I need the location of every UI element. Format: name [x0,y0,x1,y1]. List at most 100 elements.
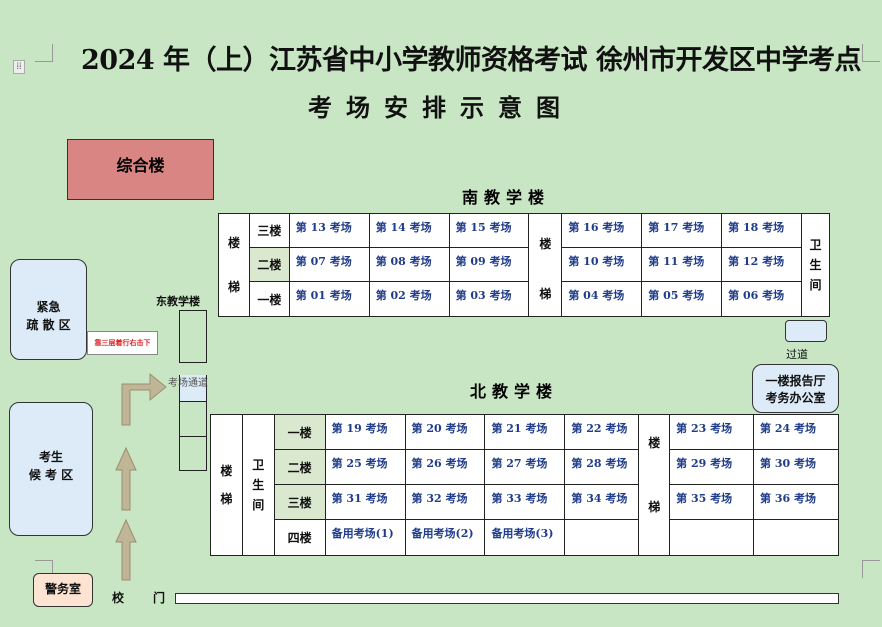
exam-room-21: 第 21 考场 [484,414,566,450]
north-floor-4: 四楼 [273,519,326,556]
south-stair-mid: 楼 梯 [528,213,563,317]
page-corner-br [862,560,880,578]
page-subtitle: 考场安排示意图 [308,94,574,122]
stair-top-label: 楼 [539,237,552,251]
exam-room-11: 第 11 考场 [641,247,723,282]
arrow-up-icon [115,446,137,511]
exam-room-12: 第 12 考场 [721,247,803,282]
backup-room-1: 备用考场(1) [324,519,406,556]
exam-room-25: 第 25 考场 [324,449,406,485]
stair-bottom-label: 梯 [227,280,240,294]
east-building-label: 东教学楼 [156,295,200,308]
arrow-up-icon [115,518,137,581]
exam-room-03: 第 03 考场 [448,281,530,317]
exam-room-18: 第 18 考场 [721,213,803,248]
east-building-passage [179,375,207,401]
north-building-label: 北教学楼 [470,382,559,401]
emergency-label-line1: 紧急 [36,300,61,314]
restroom-char: 间 [809,278,822,292]
exam-room-14: 第 14 考场 [368,213,450,248]
exam-room-17: 第 17 考场 [641,213,723,248]
page-corner-tr [862,44,880,62]
arrow-up-elbow-icon [121,372,167,426]
exam-room-24: 第 24 考场 [753,414,839,450]
empty-room [669,519,755,556]
exam-room-36: 第 36 考场 [753,484,839,520]
north-restroom: 卫 生 间 [241,414,275,556]
stair-bottom-label: 梯 [539,287,552,301]
restroom-char: 生 [809,258,822,272]
restroom-char: 卫 [809,238,822,252]
gate-label-left: 校 [112,591,125,605]
exam-room-28: 第 28 考场 [564,449,640,485]
exam-room-26: 第 26 考场 [404,449,486,485]
waiting-label-line2: 候 考 区 [28,468,74,482]
north-stair-mid: 楼 梯 [638,414,671,556]
exam-room-01: 第 01 考场 [288,281,370,317]
page-title: 2024 年（上）江苏省中小学教师资格考试 徐州市开发区中学考点 [81,45,861,76]
east-building-lower [179,401,207,471]
east-building-upper [179,310,207,363]
hall-label-line2: 考务办公室 [765,391,826,405]
exam-room-32: 第 32 考场 [404,484,486,520]
empty-room [564,519,640,556]
north-floor-1: 一楼 [273,414,326,450]
school-gate-bar [175,593,839,604]
passage-label: 过道 [786,348,808,361]
exam-room-08: 第 08 考场 [368,247,450,282]
south-building-label: 南教学楼 [462,188,551,207]
exam-room-04: 第 04 考场 [561,281,643,317]
exam-room-10: 第 10 考场 [561,247,643,282]
restroom-char: 间 [252,498,265,512]
route-note: 靠三层着行右击下 [87,331,158,355]
south-stair-left: 楼 梯 [218,213,250,317]
gate-label-right: 门 [153,591,166,605]
south-floor-1: 一楼 [248,281,290,317]
exam-room-27: 第 27 考场 [484,449,566,485]
exam-room-02: 第 02 考场 [368,281,450,317]
exam-room-23: 第 23 考场 [669,414,755,450]
exam-room-22: 第 22 考场 [564,414,640,450]
backup-room-3: 备用考场(3) [484,519,566,556]
north-floor-2: 二楼 [273,449,326,485]
north-stair-left: 楼 梯 [210,414,243,556]
south-building-grid: 楼 梯 三楼 第 13 考场 第 14 考场 第 15 考场 楼 梯 第 16 … [218,213,830,317]
emergency-label-line2: 疏 散 区 [26,318,71,332]
restroom-char: 卫 [252,458,265,472]
exam-room-30: 第 30 考场 [753,449,839,485]
exam-room-31: 第 31 考场 [324,484,406,520]
exam-room-05: 第 05 考场 [641,281,723,317]
exam-room-13: 第 13 考场 [288,213,370,248]
exam-room-09: 第 09 考场 [448,247,530,282]
stair-bottom-label: 梯 [220,492,233,506]
page-corner-bl [35,560,53,578]
north-building-grid: 楼 梯 卫 生 间 一楼 第 19 考场 第 20 考场 第 21 考场 第 2… [210,414,839,556]
exam-room-35: 第 35 考场 [669,484,755,520]
zonghe-building: 综合楼 [67,139,214,200]
emergency-evacuation-area: 紧急 疏 散 区 [10,259,87,360]
table-move-handle-icon[interactable]: ⁞⁞ [13,60,25,74]
north-floor-3: 三楼 [273,484,326,520]
exam-room-34: 第 34 考场 [564,484,640,520]
stair-top-label: 楼 [227,236,240,250]
exam-room-16: 第 16 考场 [561,213,643,248]
stair-top-label: 楼 [648,436,661,450]
stair-top-label: 楼 [220,464,233,478]
south-restroom: 卫 生 间 [801,213,830,317]
empty-room [753,519,839,556]
exam-room-15: 第 15 考场 [448,213,530,248]
hall-label-line1: 一楼报告厅 [765,374,826,388]
restroom-char: 生 [252,478,265,492]
exam-room-06: 第 06 考场 [721,281,803,317]
lecture-hall-office: 一楼报告厅 考务办公室 [752,364,839,413]
police-room: 警务室 [33,573,93,607]
candidate-waiting-area: 考生 候 考 区 [9,402,93,536]
stair-bottom-label: 梯 [648,500,661,514]
exam-room-20: 第 20 考场 [404,414,486,450]
page-corner-tl [35,44,53,62]
south-floor-3: 三楼 [248,213,290,248]
passage-box [785,320,827,342]
south-floor-2: 二楼 [248,247,290,282]
exam-room-19: 第 19 考场 [324,414,406,450]
exam-passage-label: 考场通道 [168,378,208,389]
